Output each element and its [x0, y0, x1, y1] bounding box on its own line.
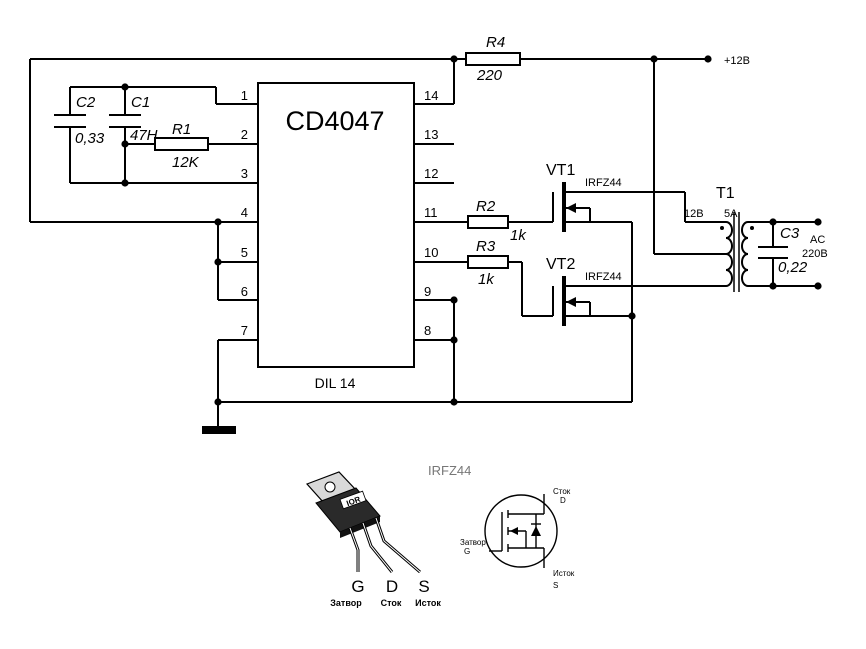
r3-ref: R3 [476, 238, 496, 255]
symbol-source-letter: S [553, 581, 558, 590]
r1-resistor [154, 137, 209, 151]
c1-ref: C1 [131, 94, 150, 111]
pin-9-label: 9 [424, 284, 431, 299]
pin-3-label: 3 [241, 166, 248, 181]
r4-resistor [465, 52, 521, 66]
supply-terminal [704, 55, 712, 63]
junction-pin9 [450, 296, 458, 304]
junction-c3-top [769, 218, 777, 226]
junction-r4 [450, 55, 458, 63]
pin-g-name: Затвор [330, 598, 362, 608]
pin-11-label: 11 [424, 205, 438, 220]
symbol-gate-letter: G [464, 547, 470, 556]
ic-body [257, 82, 415, 368]
mosfet-symbol [484, 494, 558, 568]
pin-7-label: 7 [241, 323, 248, 338]
t1-ref: T1 [716, 185, 735, 202]
junction-c3-bottom [769, 282, 777, 290]
r3-resistor [467, 255, 509, 269]
pin-2-label: 2 [241, 127, 248, 142]
pin-d-letter: D [386, 577, 398, 596]
t1-current: 5А [724, 208, 738, 220]
junction-ground [214, 398, 222, 406]
ic-package: DIL 14 [315, 375, 356, 391]
supply-label: +12В [724, 55, 750, 67]
c2-value: 0,33 [75, 130, 105, 147]
r2-value: 1k [510, 227, 527, 244]
junction-c1-top [121, 83, 129, 91]
junction-pin5 [214, 258, 222, 266]
junction-pin4 [214, 218, 222, 226]
pin-g-letter: G [351, 577, 364, 596]
ground-symbol [202, 426, 236, 434]
t1-transformer [725, 212, 818, 292]
ac-label: AC [810, 234, 825, 246]
junction-c1-bottom [121, 179, 129, 187]
source-wires [631, 191, 726, 402]
supply-rail [29, 58, 726, 255]
t1-phase-dot-primary [720, 226, 724, 230]
vt1-type: IRFZ44 [585, 177, 622, 189]
symbol-gate-name: Затвор [460, 538, 486, 547]
pin-8-label: 8 [424, 323, 431, 338]
ac-terminal-1 [814, 218, 822, 226]
pin-5-label: 5 [241, 245, 248, 260]
pinout-title: IRFZ44 [428, 463, 471, 478]
pin-13-label: 13 [424, 127, 438, 142]
r4-value: 220 [476, 67, 503, 84]
pin-10-label: 10 [424, 245, 438, 260]
vt1-ref: VT1 [546, 162, 575, 179]
c3-value: 0,22 [778, 259, 808, 276]
symbol-drain-name: Сток [553, 487, 571, 496]
r1-value: 12K [172, 154, 200, 171]
pin-14-label: 14 [424, 88, 438, 103]
junction-ground-bus [450, 398, 458, 406]
to220-package-drawing: IOR [305, 471, 421, 574]
pin-12-label: 12 [424, 166, 438, 181]
symbol-drain-letter: D [560, 496, 566, 505]
c3-ref: C3 [780, 225, 800, 242]
r2-resistor [467, 215, 509, 229]
ic-name: CD4047 [285, 106, 384, 136]
pin-d-name: Сток [381, 598, 402, 608]
timing-network-wires [69, 86, 217, 184]
pin-s-name: Исток [415, 598, 441, 608]
junction-sources [628, 312, 636, 320]
vt2-ref: VT2 [546, 256, 575, 273]
c2-ref: C2 [76, 94, 96, 111]
vt2-mosfet [508, 261, 726, 326]
t1-phase-dot-secondary [750, 226, 754, 230]
symbol-source-name: Исток [553, 569, 575, 578]
ac-terminal-2 [814, 282, 822, 290]
vt1-mosfet [508, 182, 632, 232]
pin-6-label: 6 [241, 284, 248, 299]
ac-voltage: 220В [802, 248, 828, 260]
vt2-type: IRFZ44 [585, 271, 622, 283]
junction-pin8 [450, 336, 458, 344]
pin-s-letter: S [418, 577, 429, 596]
pin-4-label: 4 [241, 205, 248, 220]
c3-capacitor [758, 222, 788, 286]
r3-value: 1k [478, 271, 495, 288]
c1-value: 47Н [130, 127, 158, 144]
r2-ref: R2 [476, 198, 496, 215]
junction-c1-r1 [121, 140, 129, 148]
ic-right-pin-leads [414, 103, 468, 341]
junction-rail-transformer [650, 55, 658, 63]
r1-ref: R1 [172, 121, 191, 138]
r4-ref: R4 [486, 34, 505, 51]
t1-primary: 12В [684, 208, 704, 220]
pin-1-label: 1 [241, 88, 248, 103]
